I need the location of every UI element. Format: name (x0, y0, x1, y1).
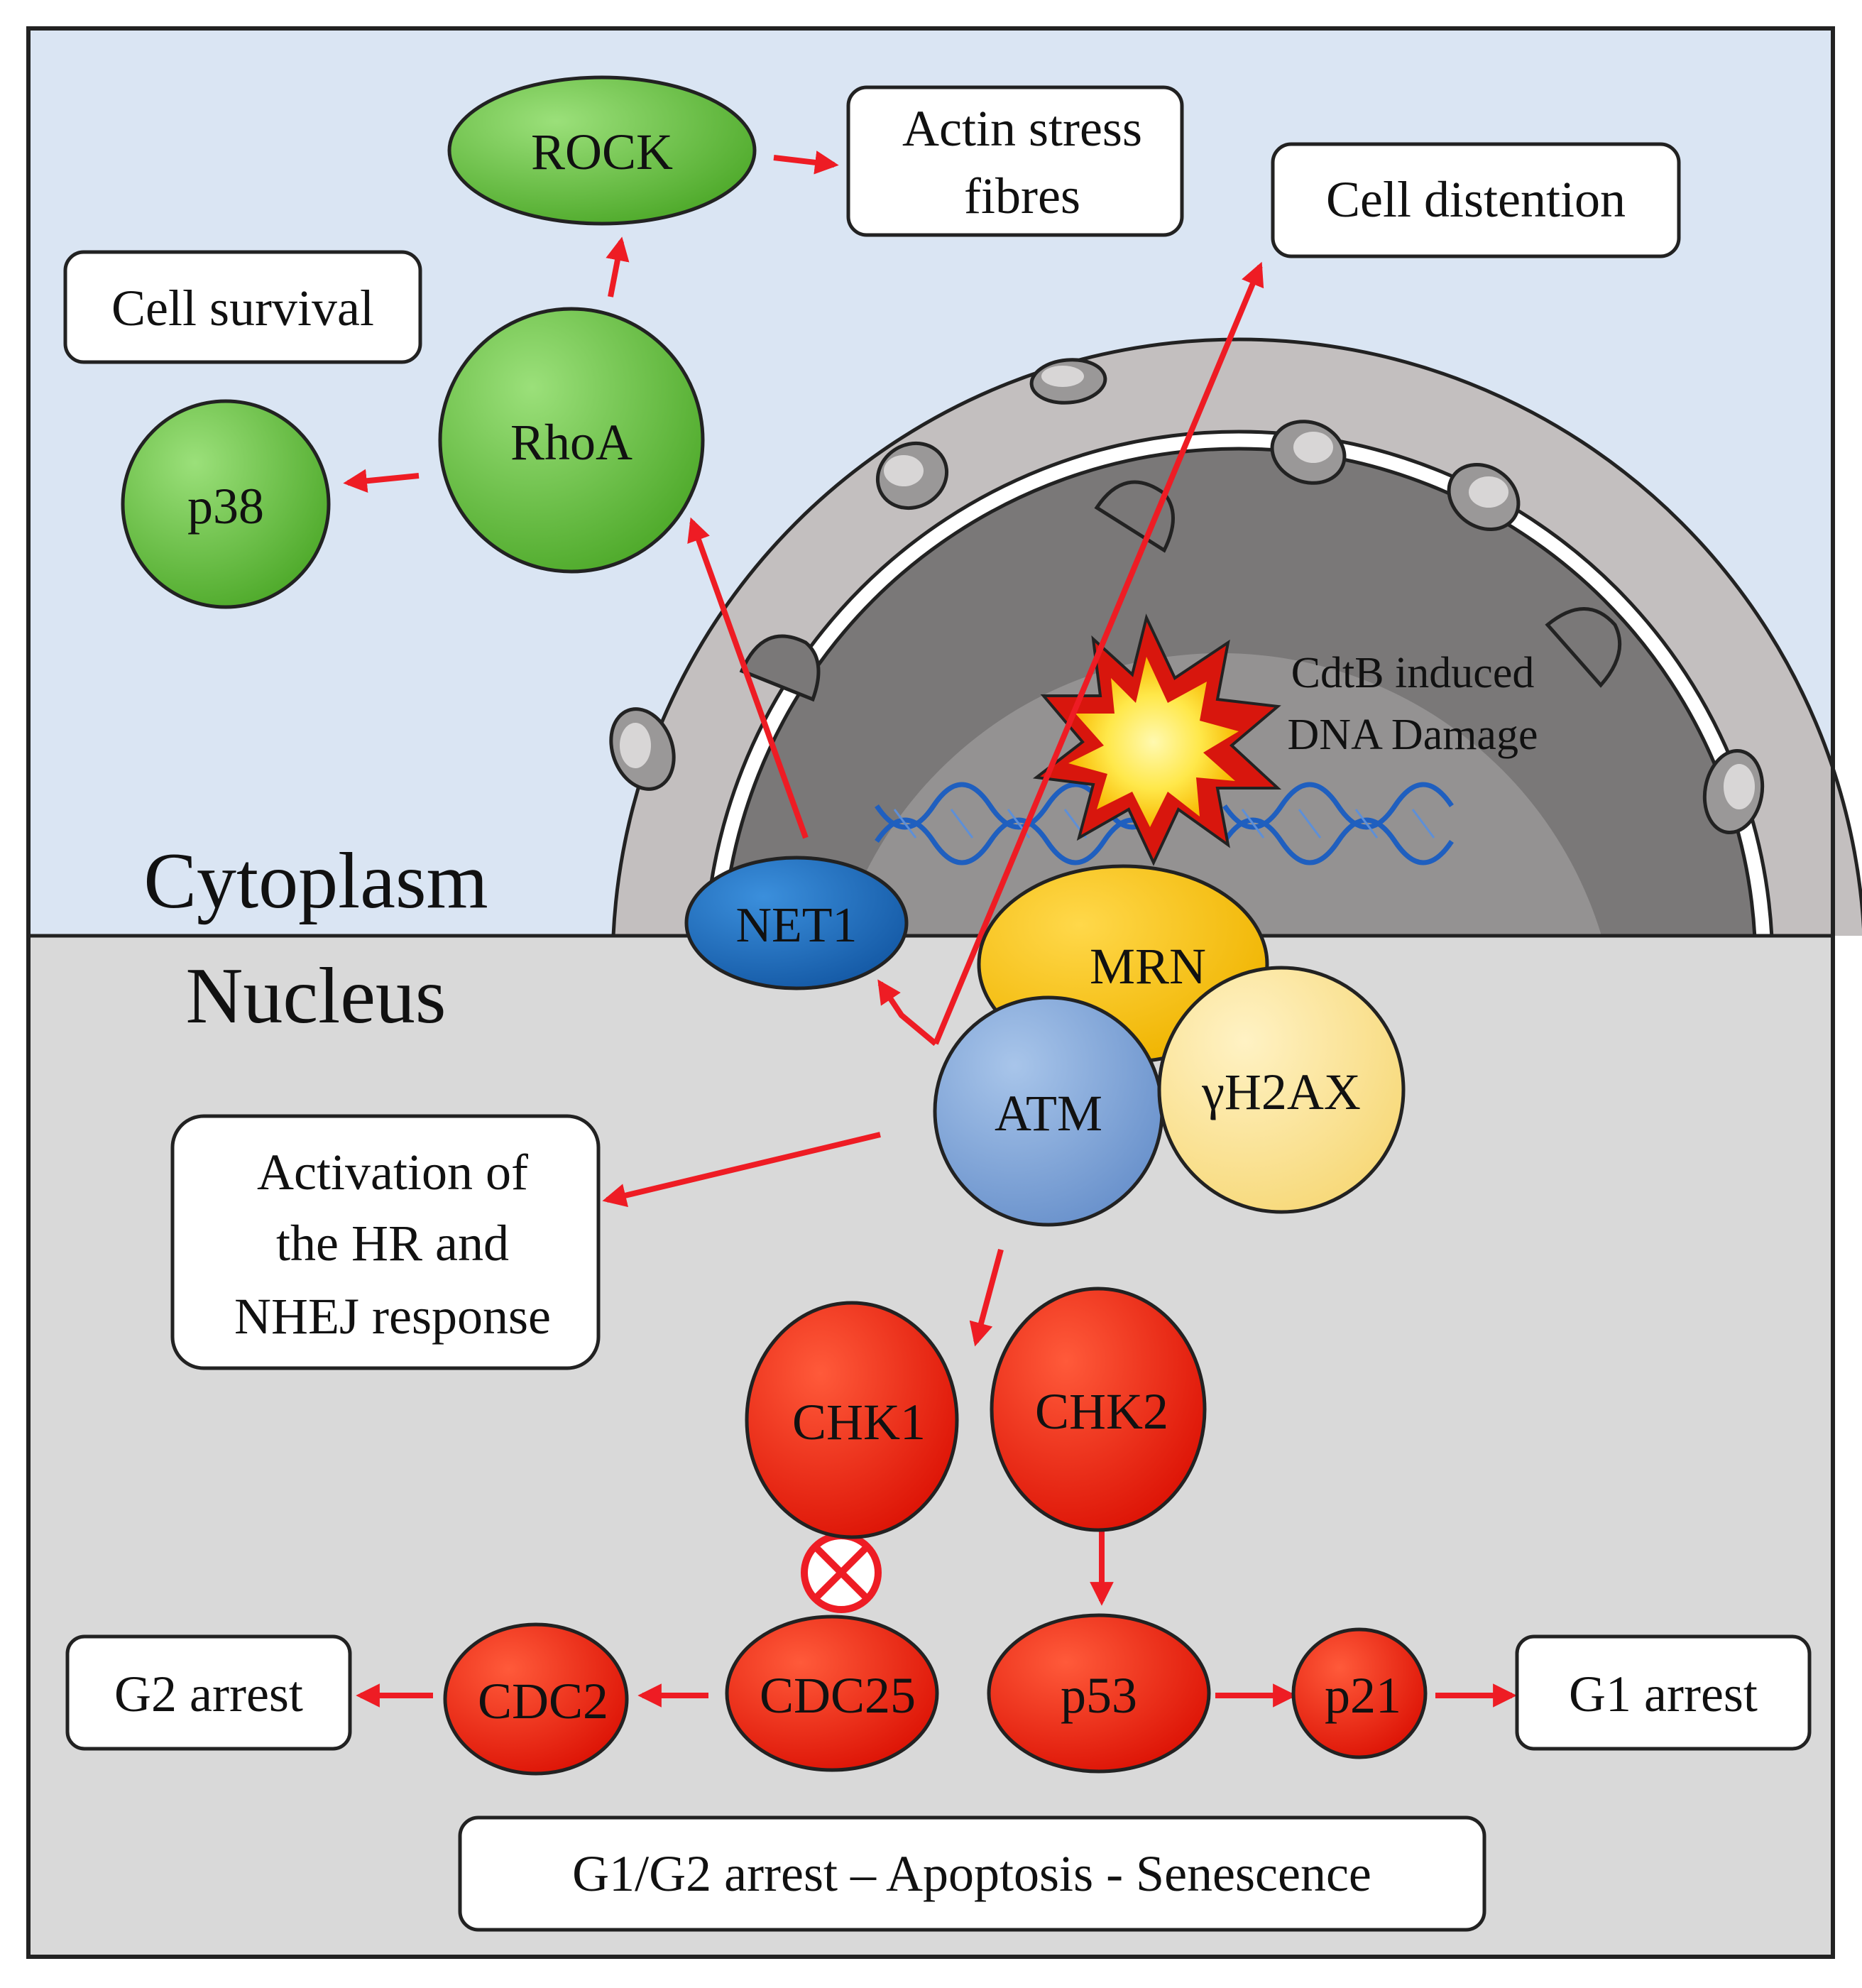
box-g1-arrest: G1 arrest (1515, 1634, 1812, 1751)
inhibition-icon (801, 1532, 882, 1613)
nucleus-label: Nucleus (185, 952, 446, 1040)
svg-text:Actin stress: Actin stress (902, 100, 1142, 157)
box-hr-nhej-response: Activation of the HR and NHEJ response (170, 1114, 601, 1370)
arrow-rhoa-p38 (343, 469, 420, 493)
arrow-atm-hr (602, 1132, 881, 1208)
box-cell-survival: Cell survival (63, 250, 422, 364)
svg-text:Activation of: Activation of (257, 1144, 528, 1201)
svg-text:RhoA: RhoA (510, 414, 632, 471)
node-atm: ATM (933, 995, 1164, 1227)
node-rock: ROCK (447, 75, 757, 226)
svg-text:γH2AX: γH2AX (1201, 1064, 1361, 1120)
svg-text:ATM: ATM (995, 1085, 1102, 1142)
node-p38: p38 (121, 399, 331, 609)
svg-text:NET1: NET1 (735, 898, 857, 953)
pathway-arrows (343, 151, 1517, 1708)
node-net1: NET1 (684, 856, 909, 990)
node-cdc25: CDC25 (725, 1615, 939, 1772)
svg-text:Cell distention: Cell distention (1326, 171, 1626, 228)
svg-text:ROCK: ROCK (531, 124, 673, 180)
damage-label-line1: CdtB induced (1291, 649, 1535, 697)
node-chk2: CHK2 (990, 1287, 1207, 1532)
svg-text:CDC25: CDC25 (760, 1667, 916, 1724)
box-g2-arrest: G2 arrest (65, 1634, 352, 1751)
damage-label-line2: DNA Damage (1288, 711, 1538, 759)
box-cell-distention: Cell distention (1271, 142, 1681, 258)
figure-frame (26, 26, 1835, 1959)
node-gamma-h2ax: γH2AX (1157, 966, 1406, 1214)
arrow-rhoa-rock (606, 236, 630, 297)
arrow-atm-net1 (877, 979, 938, 1047)
svg-text:G2 arrest: G2 arrest (114, 1666, 303, 1722)
box-outcome: G1/G2 arrest – Apoptosis - Senescence (458, 1815, 1486, 1932)
arrow-atm-cell-distention (933, 261, 1264, 1045)
arrow-rock-actin (773, 151, 839, 175)
arrow-net1-rhoa (687, 517, 809, 839)
svg-text:fibres: fibres (964, 168, 1080, 224)
svg-text:G1 arrest: G1 arrest (1569, 1666, 1758, 1722)
box-actin-stress-fibres: Actin stress fibres (846, 85, 1184, 237)
svg-text:Cell survival: Cell survival (111, 280, 374, 337)
svg-text:CHK2: CHK2 (1035, 1383, 1168, 1440)
svg-text:the HR and: the HR and (276, 1215, 509, 1272)
svg-text:G1/G2 arrest – Apoptosis - Sen: G1/G2 arrest – Apoptosis - Senescence (572, 1845, 1371, 1902)
nuclear-envelope (609, 337, 1862, 936)
svg-text:p21: p21 (1325, 1667, 1401, 1724)
svg-text:p53: p53 (1061, 1667, 1137, 1724)
cytoplasm-label: Cytoplasm (143, 837, 488, 925)
svg-text:NHEJ response: NHEJ response (234, 1288, 551, 1345)
node-p53: p53 (987, 1613, 1211, 1774)
node-p21: p21 (1291, 1627, 1428, 1759)
svg-text:p38: p38 (187, 478, 264, 535)
svg-text:CHK1: CHK1 (792, 1394, 926, 1451)
svg-text:MRN: MRN (1090, 938, 1206, 995)
arrow-atm-chk1 (969, 1248, 1004, 1347)
node-cdc2: CDC2 (443, 1622, 629, 1776)
node-chk1: CHK1 (745, 1301, 959, 1539)
node-rhoa: RhoA (438, 307, 705, 574)
svg-text:CDC2: CDC2 (478, 1673, 608, 1730)
